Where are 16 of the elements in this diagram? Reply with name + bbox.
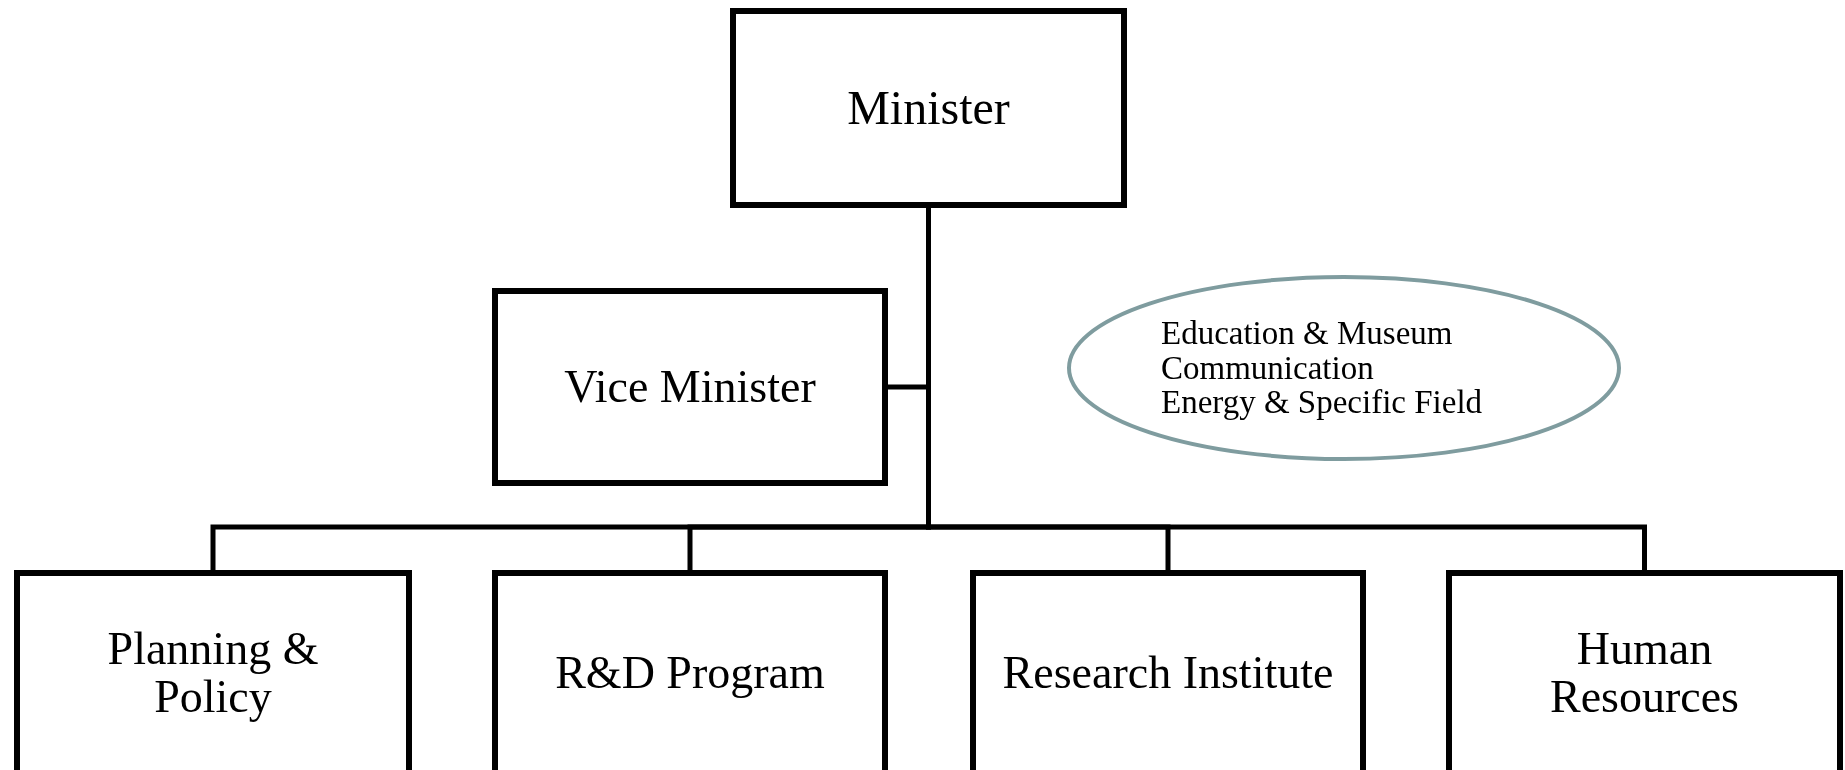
box-label: Education & Museum — [1161, 316, 1453, 351]
box-label: Vice Minister — [564, 362, 816, 412]
box-label: Research Institute — [1002, 648, 1334, 698]
org-box — [970, 570, 1366, 770]
org-box — [14, 570, 412, 770]
org-box — [492, 570, 888, 770]
box-label: Energy & Specific Field — [1161, 385, 1483, 420]
ellipse-node — [1066, 274, 1622, 462]
org-box — [730, 8, 1127, 208]
org-box — [1446, 570, 1843, 770]
box-label: R&D Program — [555, 648, 825, 698]
box-label: Planning & Policy — [106, 624, 320, 722]
box-label: Communication — [1161, 350, 1374, 386]
box-label: Human Resources — [1548, 624, 1741, 722]
org-box — [492, 288, 888, 486]
box-label: Minister — [847, 82, 1010, 134]
